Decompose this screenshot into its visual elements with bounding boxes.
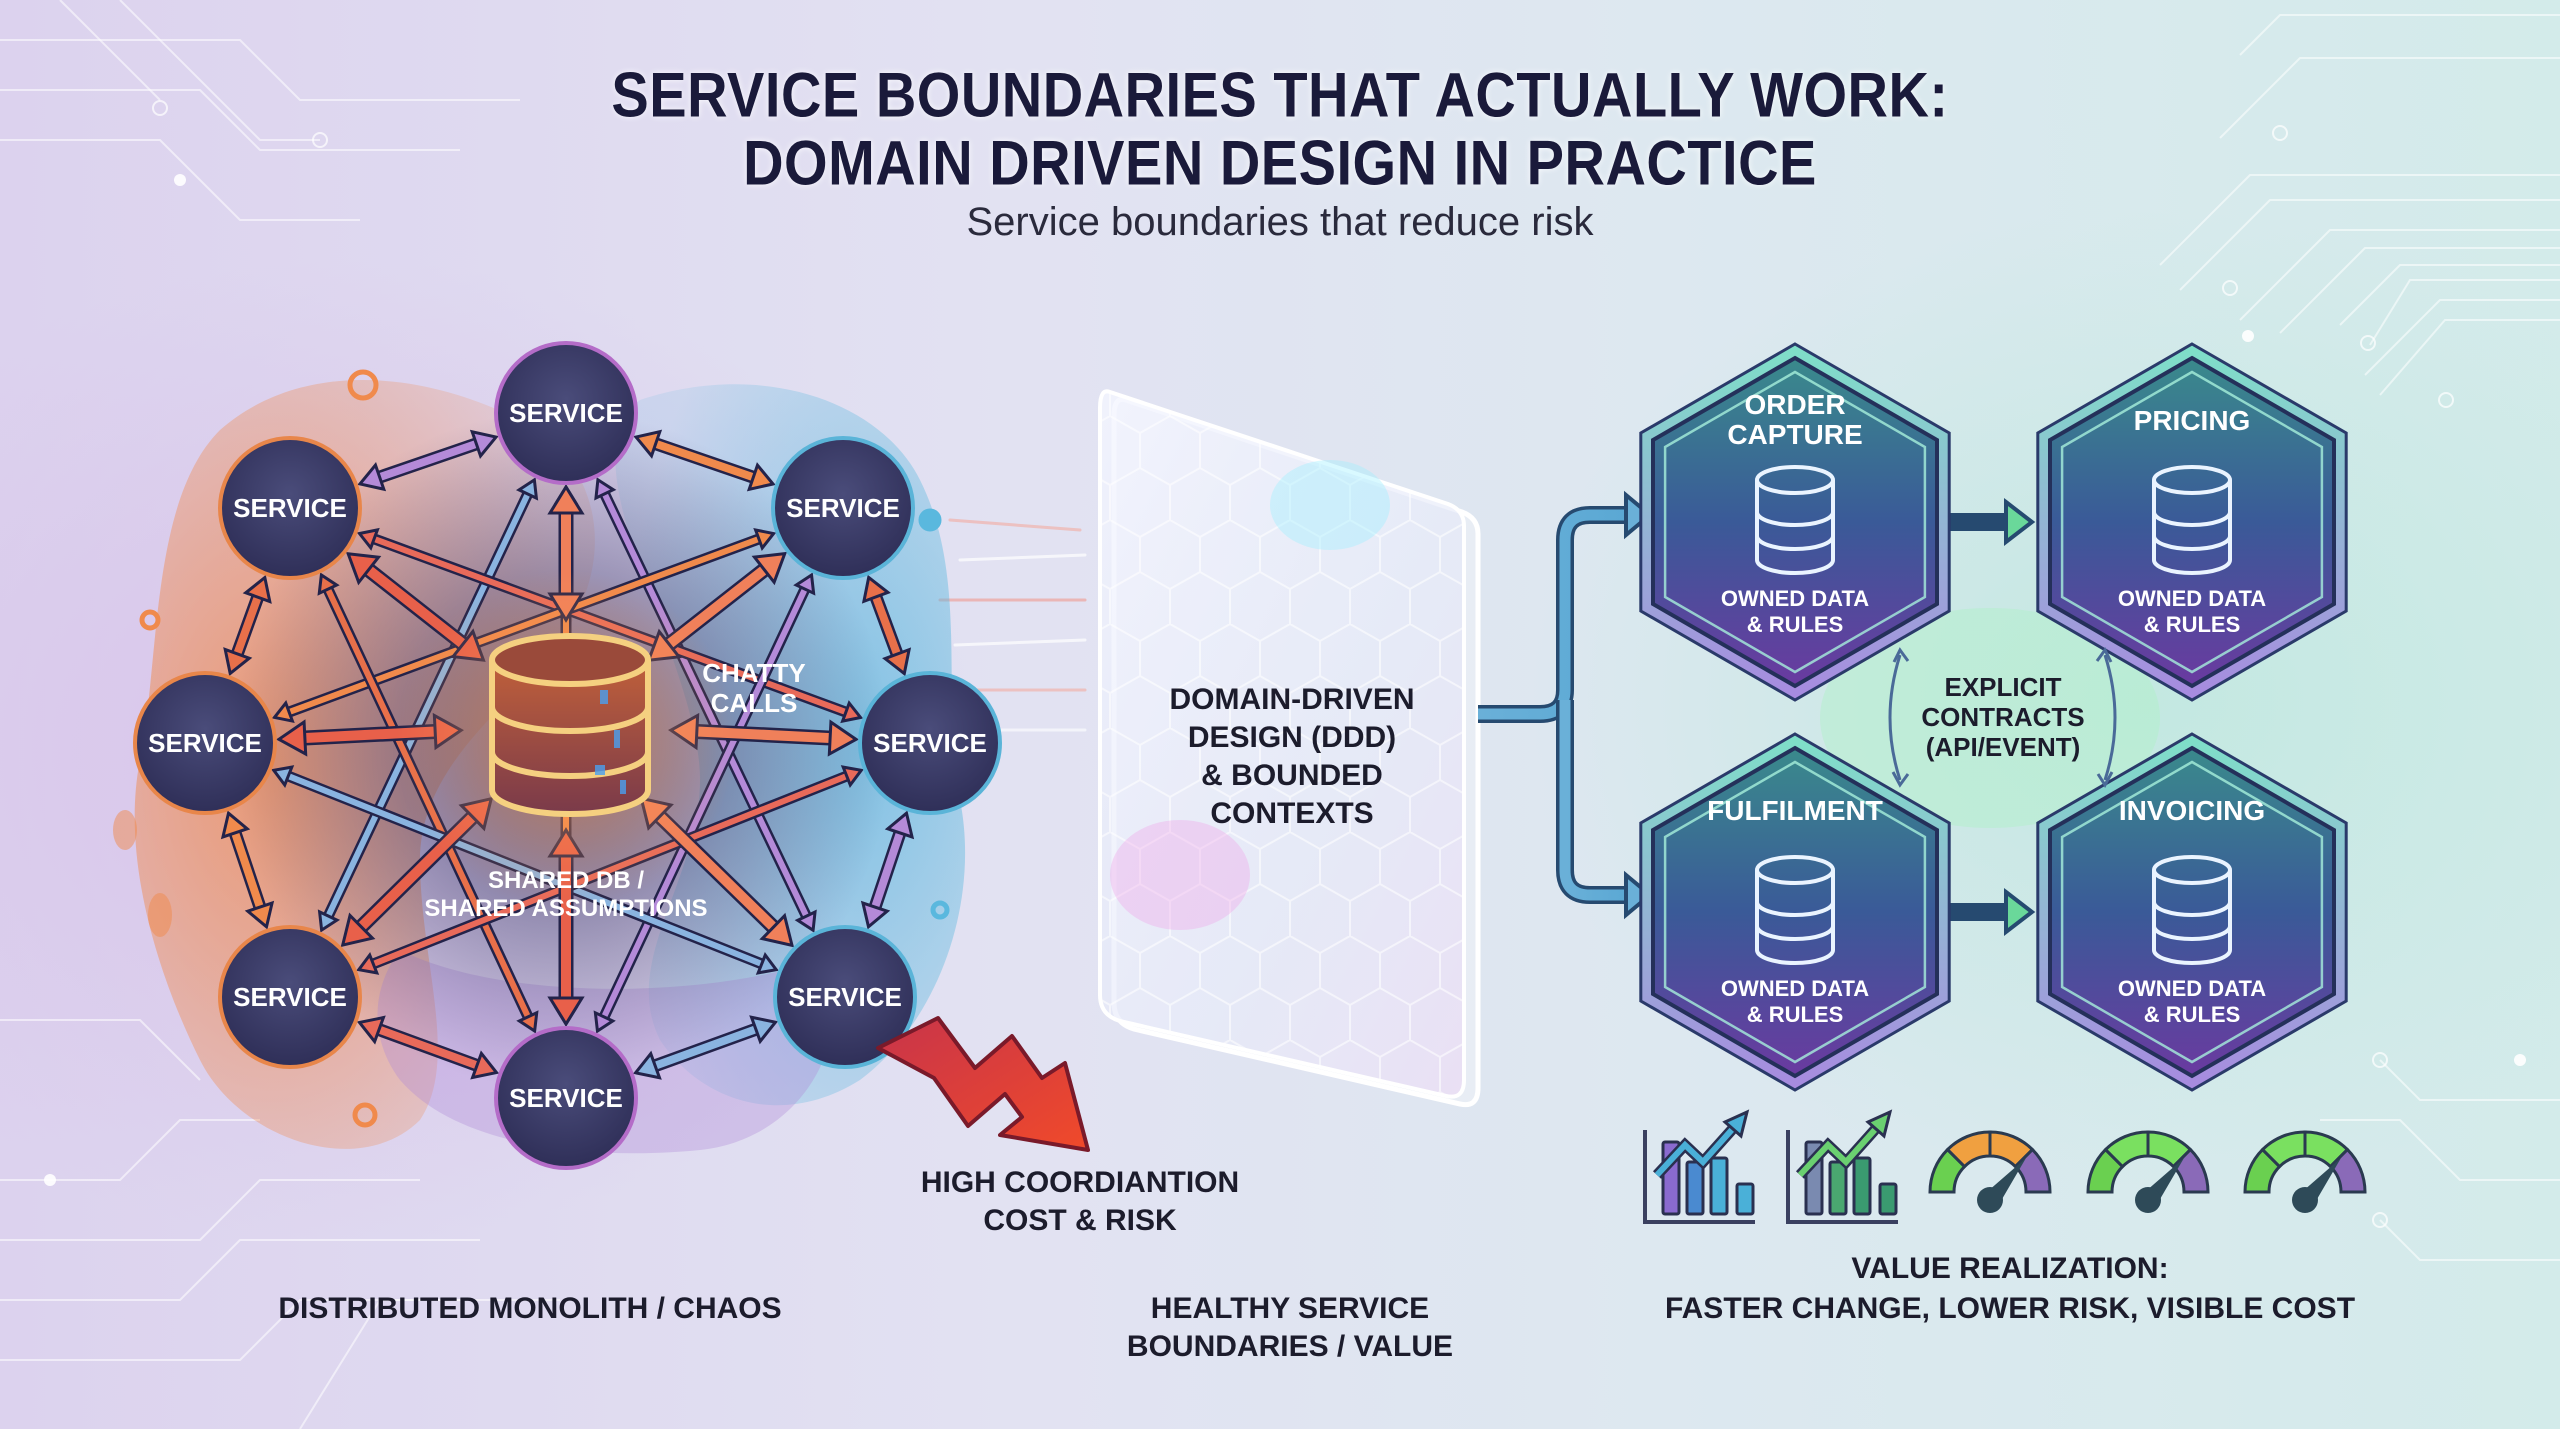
left-caption: DISTRIBUTED MONOLITH / CHAOS <box>278 1292 782 1325</box>
context-flow-arrows <box>1478 490 2160 937</box>
contract-arrows <box>1888 647 2117 788</box>
bidirectional-arrow <box>220 810 275 930</box>
bounded-context: FULFILMENT OWNED DATA& RULES <box>1639 732 1951 1092</box>
context-sub-line1: OWNED DATA <box>2118 586 2266 611</box>
center-caption-line1: HEALTHY SERVICE <box>1150 1292 1430 1325</box>
context-sub-line2: & RULES <box>2144 1002 2241 1027</box>
gauge-green-icon <box>2243 1130 2367 1213</box>
service-node: SERVICE <box>218 436 362 580</box>
service-label: SERVICE <box>509 398 623 428</box>
ddd-glass-panel <box>1098 389 1481 1108</box>
shared-db-label-line1: SHARED DB / <box>488 867 644 894</box>
context-title-line2: CAPTURE <box>1727 419 1862 450</box>
service-label: SERVICE <box>233 982 347 1012</box>
service-label: SERVICE <box>233 493 347 523</box>
shared-db-label-line2: SHARED ASSUMPTIONS <box>424 895 707 922</box>
service-label: SERVICE <box>873 728 987 758</box>
bidirectional-arrow <box>633 429 776 492</box>
context-sub-line1: OWNED DATA <box>1721 586 1869 611</box>
service-nodes: SERVICE SERVICE SERVICE SERVICE SERVICE SERVI… <box>133 341 1002 1170</box>
database-icon <box>1755 855 1835 965</box>
service-node: SERVICE <box>494 1026 638 1170</box>
risk-down-arrow-icon <box>876 1016 1090 1152</box>
service-node: SERVICE <box>218 925 362 1069</box>
service-label: SERVICE <box>509 1083 623 1113</box>
ddd-label-line2: DESIGN (DDD) <box>1188 721 1396 754</box>
service-node: SERVICE <box>773 925 917 1069</box>
ddd-label-line3: & BOUNDED <box>1201 759 1383 792</box>
page-title-line1: SERVICE BOUNDARIES THAT ACTUALLY WORK: <box>611 59 1949 130</box>
ddd-label-line1: DOMAIN-DRIVEN <box>1170 683 1415 716</box>
gauge-orange-icon <box>1928 1130 2052 1213</box>
growth-chart-green-icon <box>1786 1109 1898 1224</box>
service-node: SERVICE <box>133 671 277 815</box>
contracts-label-line3: (API/EVENT) <box>1926 732 2081 762</box>
service-node: SERVICE <box>771 436 915 580</box>
context-sub-line1: OWNED DATA <box>2118 976 2266 1001</box>
bidirectional-arrow <box>356 1015 500 1080</box>
service-label: SERVICE <box>786 493 900 523</box>
contracts-label-line1: EXPLICIT <box>1944 672 2061 702</box>
page-subtitle: Service boundaries that reduce risk <box>966 200 1594 244</box>
database-icon <box>2152 855 2232 965</box>
bidirectional-arrow <box>223 574 272 677</box>
bidirectional-arrow <box>632 1015 779 1080</box>
service-label: SERVICE <box>148 728 262 758</box>
context-title-line1: PRICING <box>2134 405 2251 436</box>
bidirectional-arrow <box>860 810 915 930</box>
context-sub-line2: & RULES <box>1747 1002 1844 1027</box>
service-node: SERVICE <box>858 671 1002 815</box>
bounded-context: INVOICING OWNED DATA& RULES <box>2036 732 2348 1092</box>
value-icons <box>1643 1109 2367 1224</box>
bidirectional-arrow <box>357 429 499 492</box>
risk-caption-line1: HIGH COORDIANTION <box>920 1166 1240 1199</box>
page-title-line2: DOMAIN DRIVEN DESIGN IN PRACTICE <box>743 127 1817 198</box>
context-sub-line2: & RULES <box>1747 612 1844 637</box>
center-caption-line2: BOUNDARIES / VALUE <box>1126 1330 1454 1363</box>
context-title-line1: INVOICING <box>2119 795 2265 826</box>
value-caption-line1: VALUE REALIZATION: <box>1851 1252 2169 1285</box>
growth-chart-blue-icon <box>1643 1109 1755 1224</box>
chatty-calls-line1: CHATTY <box>702 658 806 688</box>
context-sub-line2: & RULES <box>2144 612 2241 637</box>
ddd-label-line4: CONTEXTS <box>1210 797 1373 830</box>
context-sub-line1: OWNED DATA <box>1721 976 1869 1001</box>
risk-caption-line2: COST & RISK <box>983 1204 1177 1237</box>
service-node: SERVICE <box>494 341 638 485</box>
database-icon <box>2152 465 2232 575</box>
shared-db-icon <box>489 633 651 817</box>
service-label: SERVICE <box>788 982 902 1012</box>
contracts-label-line2: CONTRACTS <box>1921 702 2084 732</box>
context-title-line1: FULFILMENT <box>1707 795 1883 826</box>
context-title-line1: ORDER <box>1744 389 1845 420</box>
database-icon <box>1755 465 1835 575</box>
bidirectional-arrow <box>861 574 912 677</box>
chatty-calls-line2: CALLS <box>711 688 798 718</box>
bounded-context: PRICING OWNED DATA& RULES <box>2036 342 2348 702</box>
gauge-green-icon <box>2086 1130 2210 1213</box>
value-caption-line2: FASTER CHANGE, LOWER RISK, VISIBLE COST <box>1664 1292 2356 1325</box>
shared-db <box>396 570 736 910</box>
